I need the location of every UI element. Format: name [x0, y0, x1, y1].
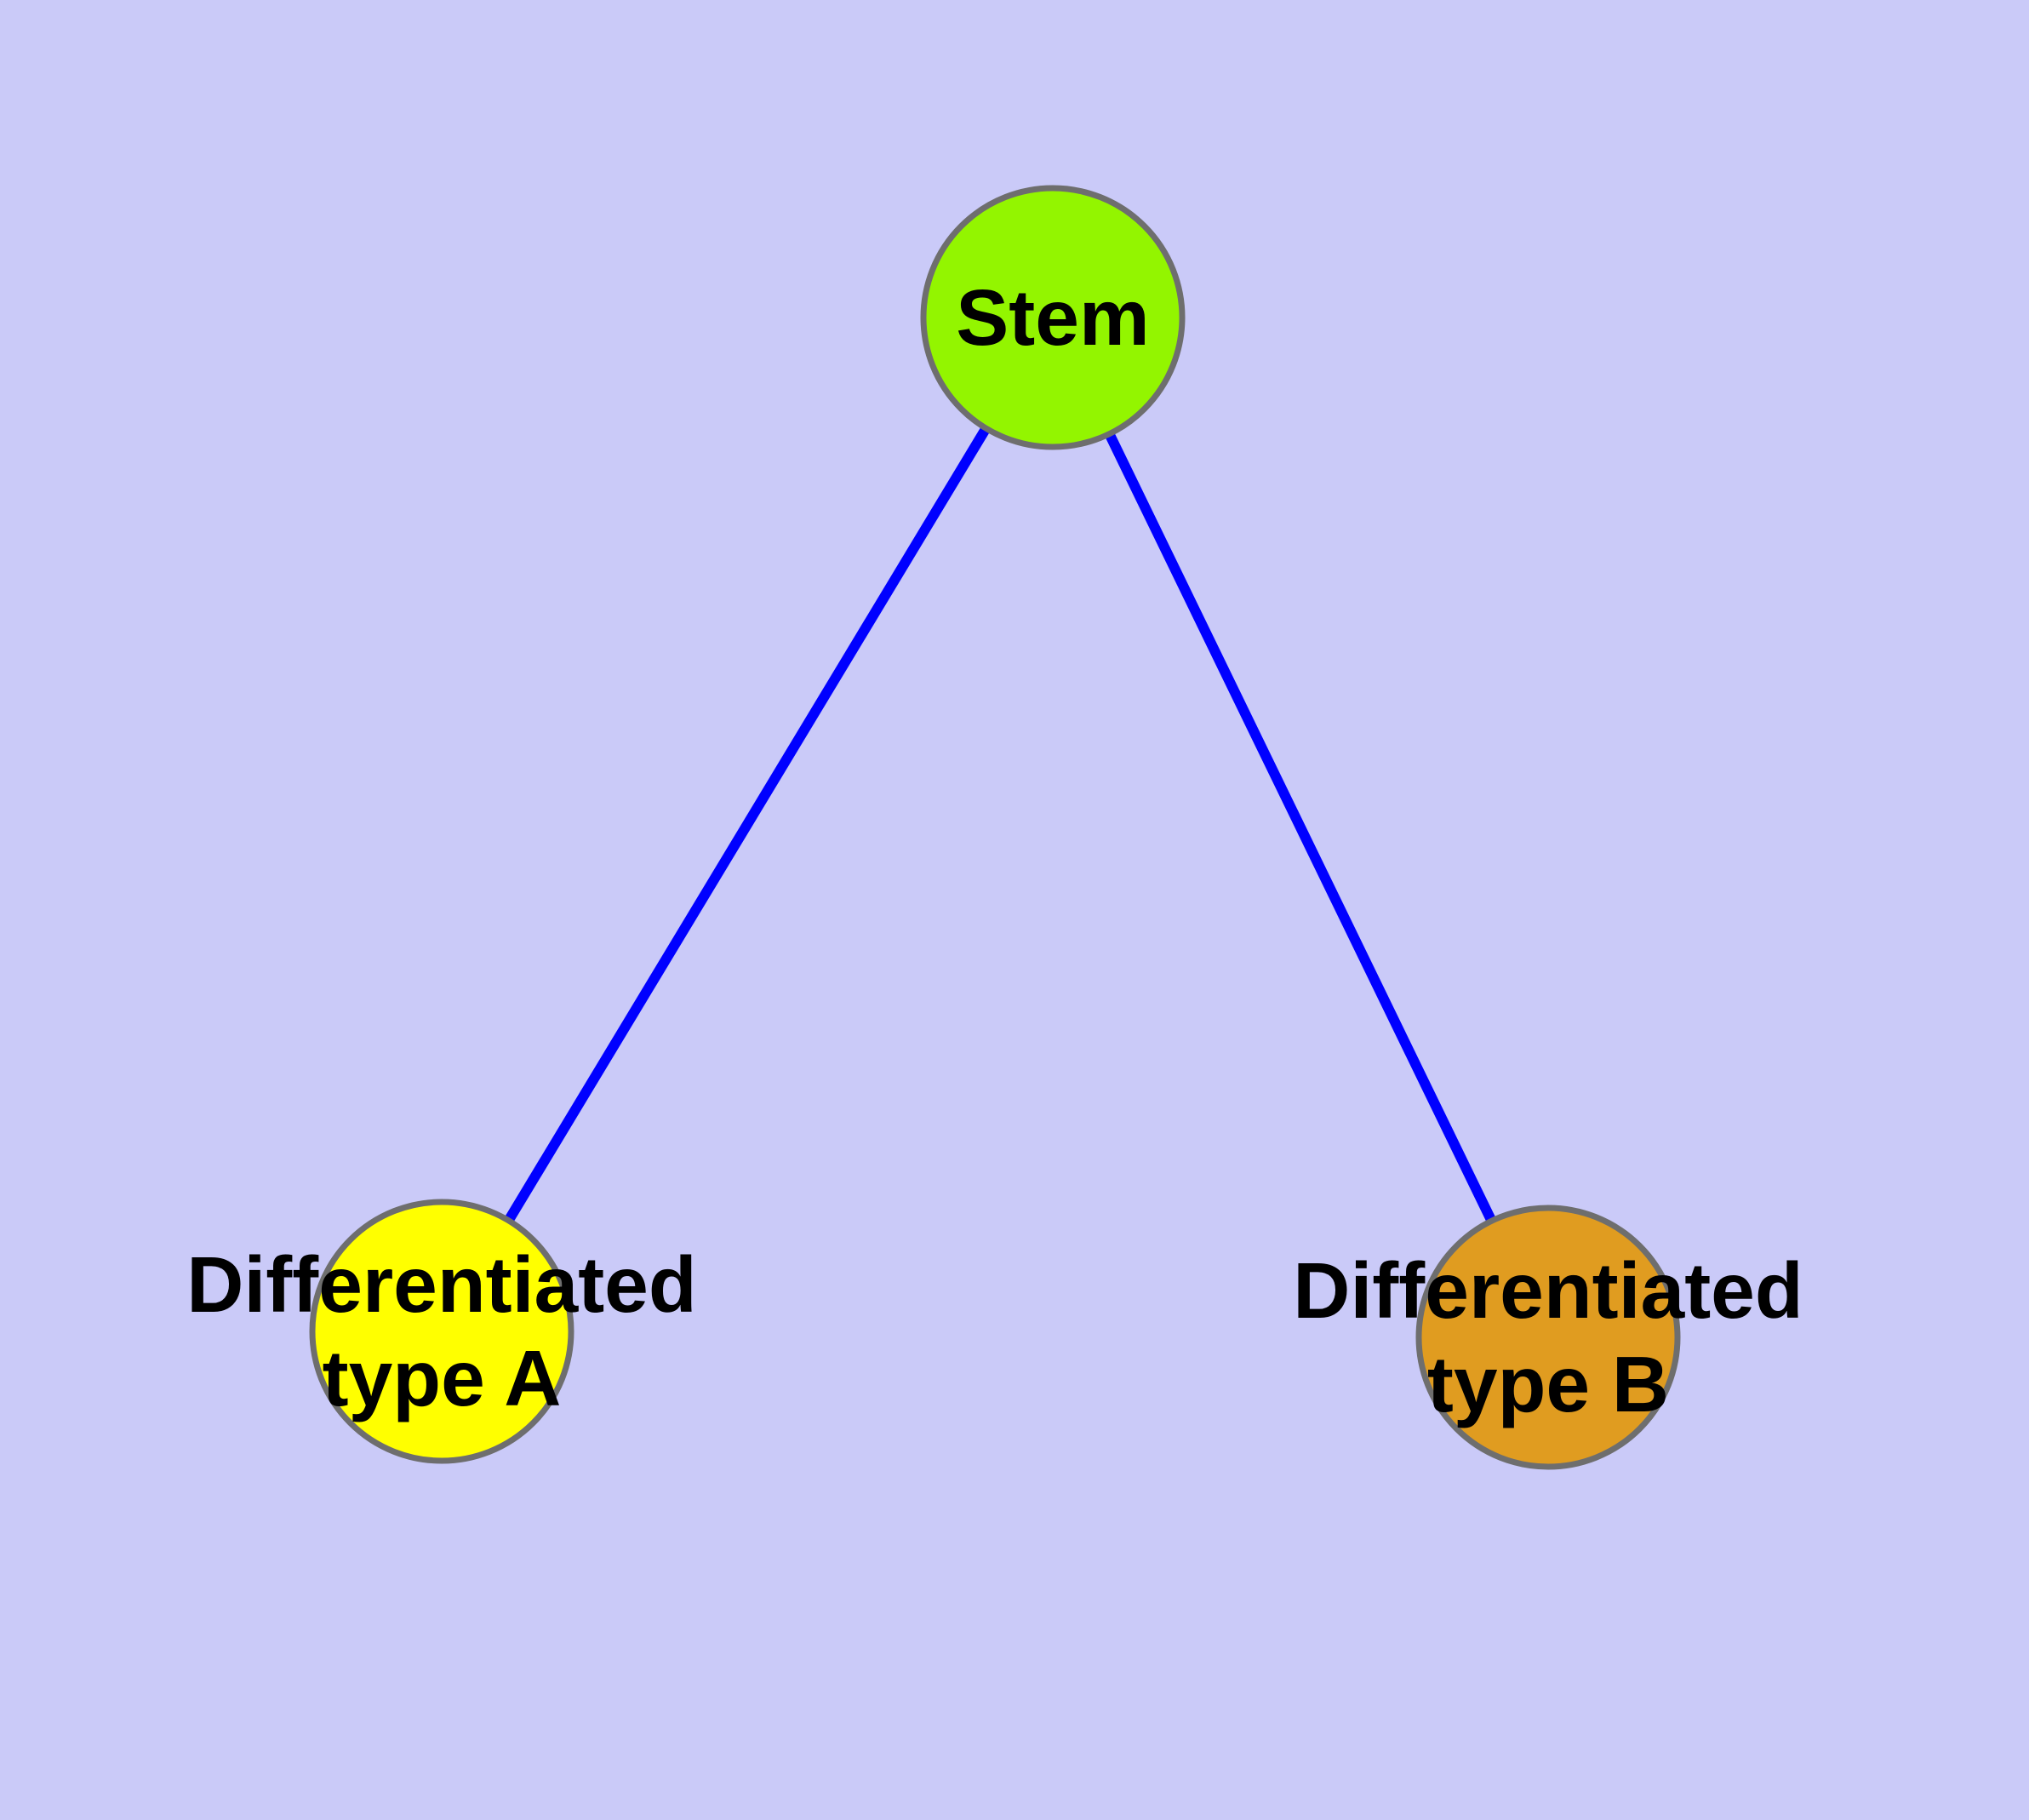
node-circle-differentiated-type-a [309, 1199, 574, 1464]
edge-stem-to-differentiated-type-a [437, 314, 1058, 1335]
node-circle-differentiated-type-b [1415, 1205, 1681, 1470]
node-circle-stem [920, 185, 1186, 450]
node-label-stem: Stem [956, 273, 1149, 362]
edge-stem-to-differentiated-type-b [1048, 315, 1553, 1340]
node-stem: Stem [920, 185, 1186, 450]
